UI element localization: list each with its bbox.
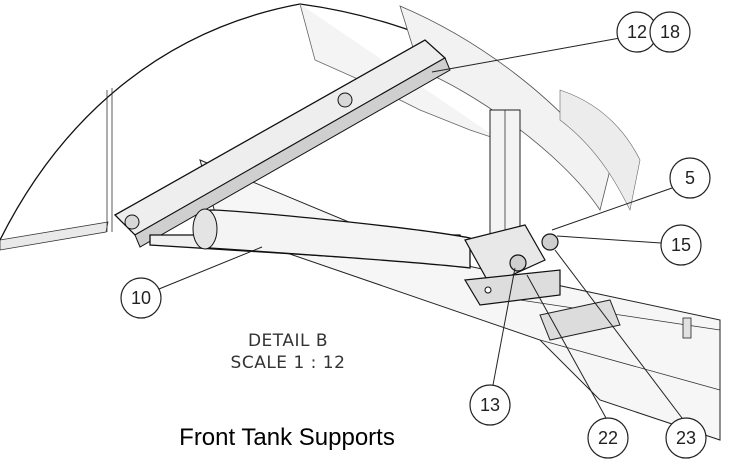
mount-bracket: [464, 224, 561, 306]
balloon-23: 23: [665, 417, 707, 459]
figure-caption: Front Tank Supports: [179, 424, 395, 451]
balloon-5: 5: [669, 157, 711, 199]
balloon-15-label: 15: [671, 235, 691, 255]
balloon-15: 15: [660, 224, 702, 266]
balloon-13: 13: [469, 384, 511, 426]
balloon-18-label: 18: [660, 22, 680, 42]
balloon-23-label: 23: [676, 428, 696, 448]
upper-strap: [113, 39, 451, 248]
detail-scale: SCALE 1 : 12: [231, 353, 346, 373]
frame-rail: [199, 159, 721, 441]
balloon-10: 10: [120, 277, 162, 319]
balloon-5-label: 5: [685, 168, 695, 188]
balloon-22: 22: [587, 417, 629, 459]
detail-title: DETAIL B: [248, 331, 328, 351]
balloon-18: 18: [649, 11, 691, 53]
balloon-12: 12: [616, 11, 658, 53]
strut-tube: [149, 208, 471, 269]
balloon-12-label: 12: [627, 22, 647, 42]
balloon-10-label: 10: [131, 288, 151, 308]
balloon-13-label: 13: [480, 395, 500, 415]
leader-lines: [158, 37, 683, 419]
balloon-22-label: 22: [598, 428, 618, 448]
